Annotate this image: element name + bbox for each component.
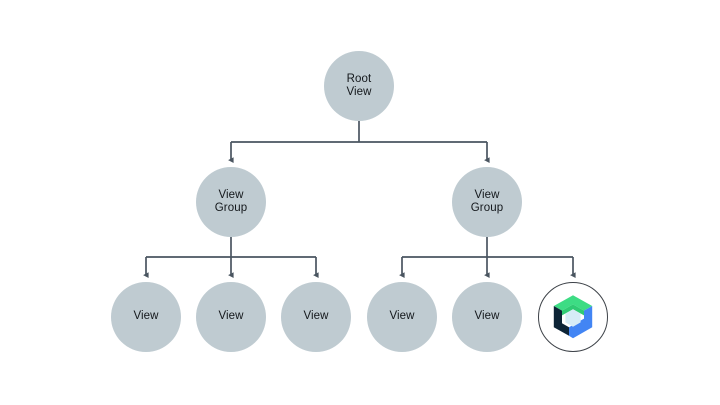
logo-center-hexagon (565, 309, 581, 327)
node-compose[interactable] (538, 282, 608, 352)
node-view-2-label: View (218, 310, 244, 323)
logo-top-face (553, 295, 593, 311)
node-view-3[interactable]: View (281, 282, 351, 352)
node-view-5[interactable]: View (452, 282, 522, 352)
node-view-4-label: View (389, 310, 415, 323)
logo-right-face (569, 306, 593, 339)
node-view-5-label: View (474, 310, 500, 323)
node-view-2[interactable]: View (196, 282, 266, 352)
node-view-4[interactable]: View (367, 282, 437, 352)
node-root-view-label: Root View (346, 72, 372, 99)
node-view-group-right[interactable]: View Group (452, 167, 522, 237)
jetpack-compose-logo-icon (553, 295, 593, 339)
node-root-view[interactable]: Root View (324, 51, 394, 121)
node-view-3-label: View (303, 310, 329, 323)
node-view-1[interactable]: View (111, 282, 181, 352)
node-view-1-label: View (133, 310, 159, 323)
node-view-group-right-label: View Group (470, 188, 504, 215)
node-view-group-left-label: View Group (214, 188, 248, 215)
logo-left-face (553, 306, 569, 336)
logo-top-shade (562, 304, 584, 316)
node-view-group-left[interactable]: View Group (196, 167, 266, 237)
